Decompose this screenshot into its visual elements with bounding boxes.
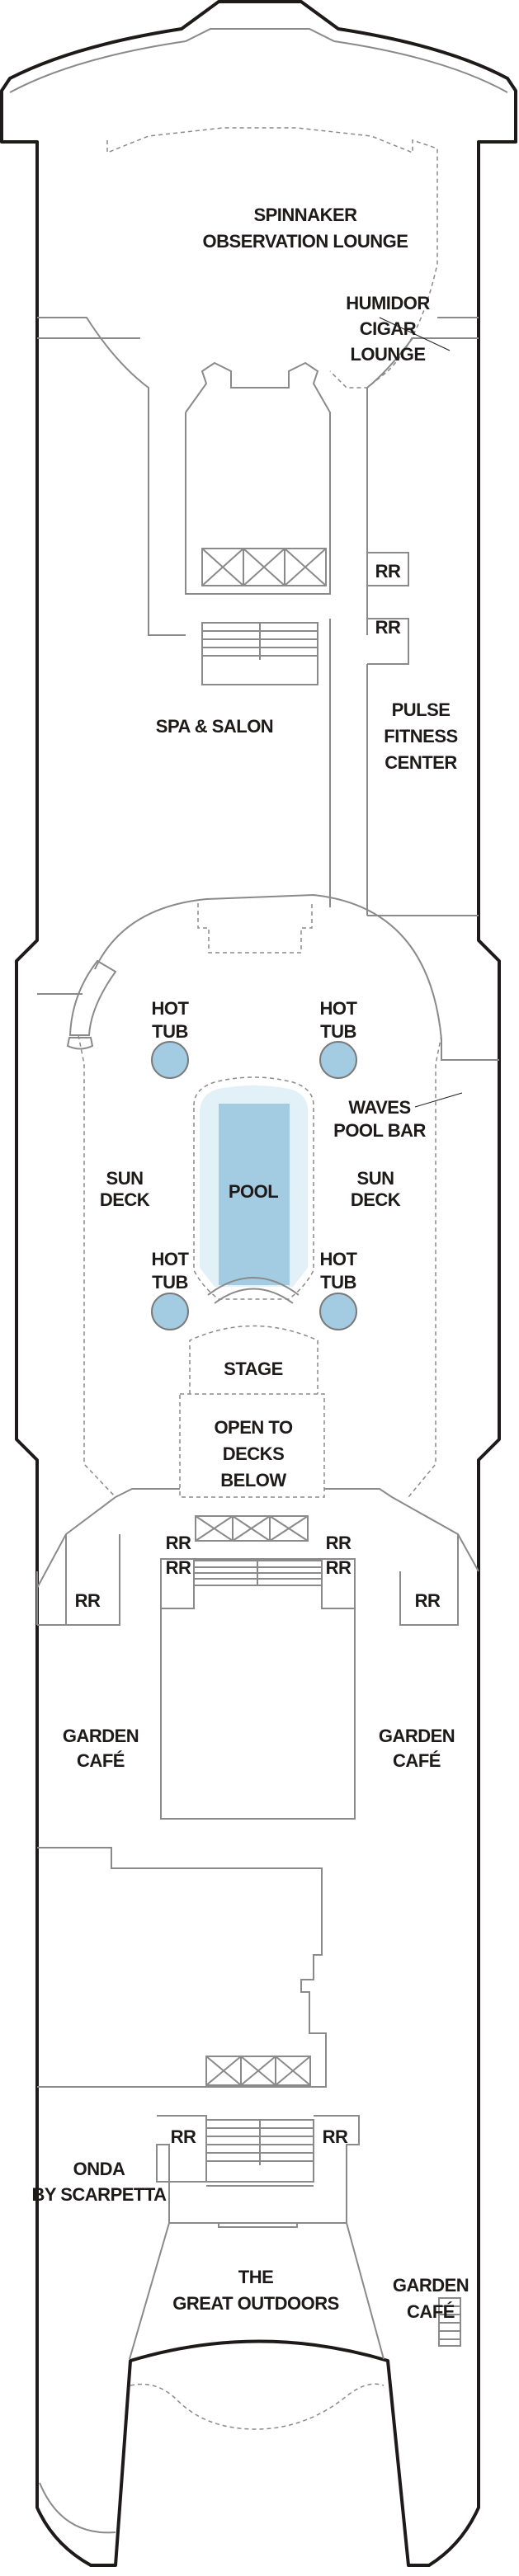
open-to-decks-outline <box>179 1393 325 1498</box>
restroom-label: RR <box>375 617 401 638</box>
stairs-aft <box>205 2119 314 2183</box>
elevator-bank-mid <box>195 1515 309 1542</box>
pool-steps <box>207 1277 300 1304</box>
hot-tub <box>319 1293 357 1330</box>
hot-tub <box>319 1041 357 1079</box>
stage-label: STAGE <box>224 1359 283 1379</box>
restroom-label: RR <box>326 1533 352 1553</box>
waves-leader-line <box>414 1092 463 1108</box>
aft-lobby-walls <box>129 2115 385 2360</box>
stern-curve <box>39 2482 116 2534</box>
galley-walls <box>37 1847 327 2088</box>
pool-water <box>219 1104 290 1285</box>
stairs-port-curved <box>66 959 117 1050</box>
spa-salon-label: SPA & SALON <box>156 716 273 737</box>
restroom-label: RR <box>415 1590 441 1611</box>
restroom-label: RR <box>171 2126 196 2147</box>
restroom-label: RR <box>326 1557 352 1578</box>
pool-deck-arc <box>37 893 499 1061</box>
pool-label: POOL <box>229 1181 278 1202</box>
inner-hull-line <box>9 28 508 93</box>
elevator-bank-forward <box>201 548 327 586</box>
stairs-forward <box>201 622 318 685</box>
restroom-label: RR <box>166 1533 191 1553</box>
atrium-walls <box>36 1488 479 1626</box>
hot-tub <box>151 1041 189 1079</box>
stairs-mid <box>193 1560 323 1586</box>
restroom-label: RR <box>375 561 401 582</box>
restroom-label: RR <box>75 1590 101 1611</box>
humidor-leader-line <box>379 317 451 351</box>
garden-cafe-walls <box>160 1558 356 1820</box>
hot-tub <box>151 1293 189 1330</box>
spinnaker-lounge-outline <box>106 127 438 389</box>
pool-outer-edge <box>193 1076 314 1300</box>
fitness-walls <box>329 552 479 916</box>
stage-screen-outline <box>197 903 313 954</box>
restroom-label: RR <box>323 2126 348 2147</box>
stairs-stern <box>438 2297 461 2347</box>
stage-outline <box>189 1325 318 1394</box>
spinnaker-walls <box>37 317 479 636</box>
elevator-bank-aft <box>205 2056 311 2086</box>
restroom-label: RR <box>166 1557 191 1578</box>
stern-pool-line <box>130 2383 385 2430</box>
